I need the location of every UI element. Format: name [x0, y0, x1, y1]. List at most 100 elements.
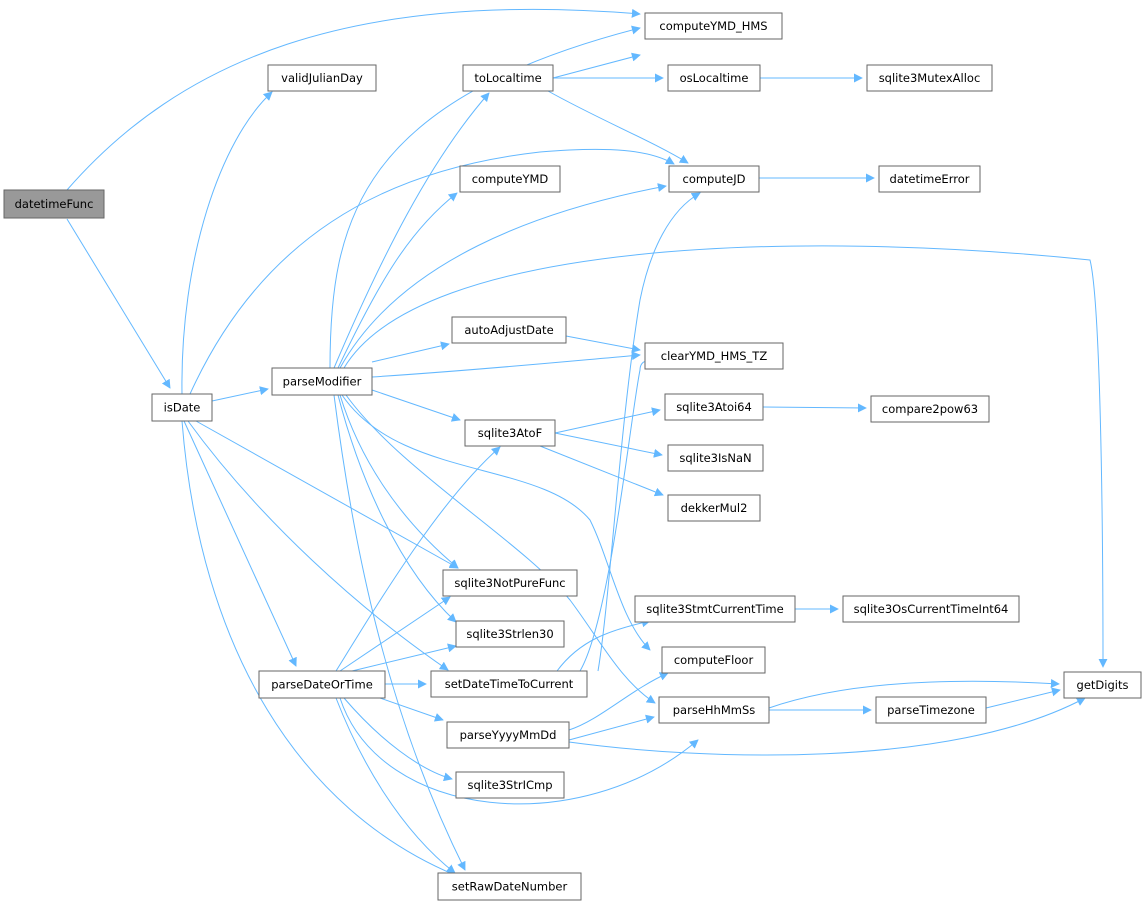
- node-sqlite3Atoi64[interactable]: sqlite3Atoi64: [664, 393, 764, 421]
- node-computeFloor[interactable]: computeFloor: [661, 646, 766, 674]
- edge-31: [552, 52, 641, 79]
- edge-37: [554, 407, 661, 434]
- node-sqlite3IsNaN[interactable]: sqlite3IsNaN: [667, 444, 764, 472]
- node-label: validJulianDay: [281, 71, 363, 85]
- node-label: sqlite3StrICmp: [467, 778, 552, 792]
- edge-10: [329, 25, 641, 369]
- node-label: computeYMD_HMS: [659, 19, 767, 33]
- edge-45: [568, 672, 669, 731]
- edge-17: [371, 389, 461, 422]
- edge-38: [554, 432, 663, 458]
- edge-3: [181, 91, 273, 395]
- node-label: parseHhMmSs: [673, 703, 756, 717]
- node-computeJD[interactable]: computeJD: [668, 165, 760, 193]
- node-box: [267, 64, 377, 92]
- node-label: setDateTimeToCurrent: [445, 677, 574, 691]
- node-sqlite3StrICmp[interactable]: sqlite3StrICmp: [455, 771, 565, 799]
- edge-15: [371, 341, 450, 363]
- edge-34: [547, 90, 689, 164]
- edge-5: [183, 420, 297, 667]
- node-label: datetimeError: [890, 172, 970, 186]
- node-box: [442, 569, 578, 597]
- node-computeYMD[interactable]: computeYMD: [459, 165, 561, 193]
- edge-36: [565, 335, 641, 353]
- node-box: [446, 721, 570, 749]
- edge-22: [333, 394, 466, 871]
- node-label: sqlite3AtoF: [478, 426, 542, 440]
- node-box: [644, 12, 783, 40]
- node-label: setRawDateNumber: [452, 880, 568, 894]
- node-parseTimezone[interactable]: parseTimezone: [875, 696, 987, 724]
- edge-18: [339, 394, 459, 569]
- node-getDigits[interactable]: getDigits: [1063, 671, 1142, 699]
- node-label: parseYyyyMmDd: [460, 728, 557, 742]
- node-isDate[interactable]: isDate: [151, 393, 213, 422]
- node-box: [459, 165, 561, 193]
- edge-41: [556, 618, 651, 672]
- edge-16: [371, 351, 641, 378]
- edge-39: [539, 445, 664, 497]
- node-label: clearYMD_HMS_TZ: [661, 349, 768, 363]
- node-sqlite3OsCurrentTimeInt64[interactable]: sqlite3OsCurrentTimeInt64: [842, 595, 1020, 623]
- edge-40: [762, 403, 867, 413]
- node-parseModifier[interactable]: parseModifier: [271, 367, 373, 396]
- node-box: [661, 646, 766, 674]
- node-sqlite3NotPureFunc[interactable]: sqlite3NotPureFunc: [442, 569, 578, 597]
- node-autoAdjustDate[interactable]: autoAdjustDate: [451, 316, 567, 344]
- node-parseDateOrTime[interactable]: parseDateOrTime: [258, 670, 386, 699]
- node-label: isDate: [164, 401, 201, 415]
- node-compare2pow63[interactable]: compare2pow63: [870, 395, 990, 423]
- edges: [66, 8, 1108, 877]
- node-validJulianDay[interactable]: validJulianDay: [267, 64, 377, 92]
- edge-49: [768, 679, 1060, 709]
- edge-24: [339, 596, 451, 672]
- node-sqlite3AtoF[interactable]: sqlite3AtoF: [464, 419, 556, 447]
- node-label: sqlite3MutexAlloc: [879, 71, 981, 85]
- node-osLocaltime[interactable]: osLocaltime: [667, 64, 761, 92]
- node-parseHhMmSs[interactable]: parseHhMmSs: [658, 696, 770, 724]
- node-box: [430, 670, 588, 698]
- edge-50: [985, 687, 1061, 709]
- edge-25: [351, 643, 457, 672]
- node-parseYyyyMmDd[interactable]: parseYyyyMmDd: [446, 721, 570, 749]
- node-setRawDateNumber[interactable]: setRawDateNumber: [437, 872, 582, 901]
- edge-43: [597, 192, 701, 672]
- node-sqlite3MutexAlloc[interactable]: sqlite3MutexAlloc: [866, 64, 993, 92]
- edge-23: [335, 446, 501, 672]
- node-sqlite3Strlen30[interactable]: sqlite3Strlen30: [455, 620, 565, 648]
- node-box: [664, 393, 764, 421]
- node-box: [667, 494, 761, 522]
- node-box: [1063, 671, 1142, 699]
- edge-42: [579, 359, 655, 672]
- node-setDateTimeToCurrent[interactable]: setDateTimeToCurrent: [430, 670, 588, 698]
- node-dekkerMul2[interactable]: dekkerMul2: [667, 494, 761, 522]
- node-label: computeFloor: [674, 653, 754, 667]
- edge-1: [66, 218, 171, 389]
- node-datetimeFunc[interactable]: datetimeFunc: [3, 189, 105, 219]
- edge-9: [181, 420, 456, 877]
- node-sqlite3StmtCurrentTime[interactable]: sqlite3StmtCurrentTime: [634, 595, 796, 623]
- node-box: [842, 595, 1020, 623]
- node-box: [866, 64, 993, 92]
- node-box: [462, 64, 554, 92]
- node-label: autoAdjustDate: [464, 323, 553, 337]
- node-label: getDigits: [1077, 678, 1129, 692]
- node-box: [878, 165, 981, 193]
- node-datetimeError[interactable]: datetimeError: [878, 165, 981, 193]
- edge-47: [568, 697, 1086, 756]
- node-toLocaltime[interactable]: toLocaltime: [462, 64, 554, 92]
- node-clearYMD_HMS_TZ[interactable]: clearYMD_HMS_TZ: [644, 342, 784, 370]
- node-label: parseDateOrTime: [271, 678, 373, 692]
- edge-2: [66, 8, 641, 191]
- node-label: osLocaltime: [680, 71, 749, 85]
- node-box: [271, 367, 373, 396]
- node-box: [667, 444, 764, 472]
- node-computeYMD_HMS[interactable]: computeYMD_HMS: [644, 12, 783, 40]
- node-label: sqlite3NotPureFunc: [454, 576, 565, 590]
- edge-29: [339, 697, 699, 805]
- node-box: [644, 342, 784, 370]
- edge-4: [211, 386, 269, 402]
- node-box: [668, 165, 760, 193]
- edge-19: [337, 394, 457, 623]
